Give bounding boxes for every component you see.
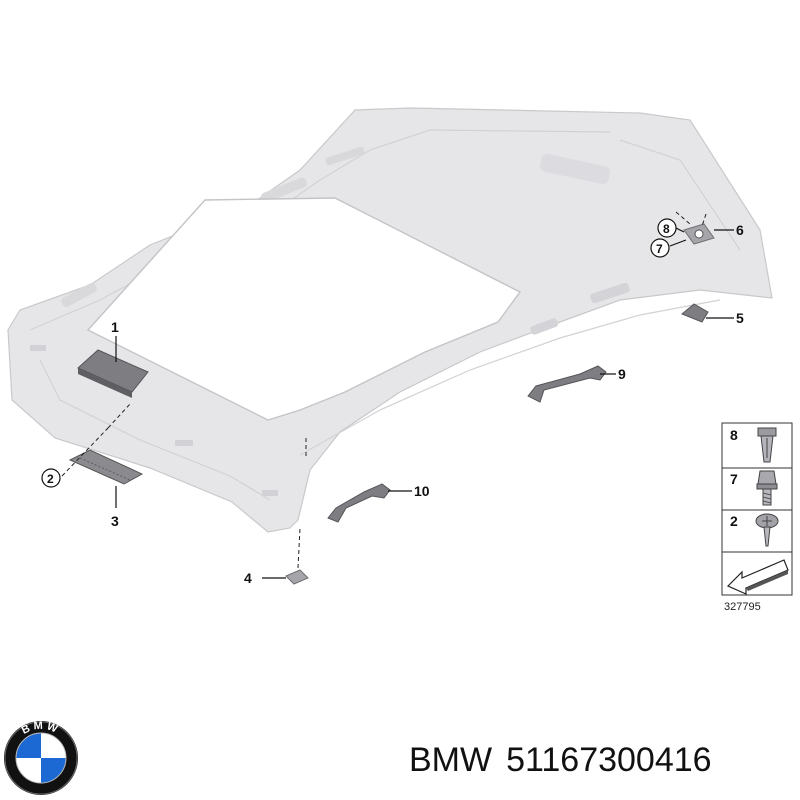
part-caption: BMW 51167300416 <box>409 735 712 785</box>
legend-row-8: 8 <box>730 427 738 443</box>
callout-8-circle <box>657 218 677 238</box>
callout-5: 5 <box>736 310 744 326</box>
sunroof-opening <box>86 197 522 421</box>
callout-8: 8 <box>663 222 670 236</box>
callout-7: 7 <box>656 242 663 256</box>
brand-name: BMW <box>409 741 493 779</box>
legend-row-2: 2 <box>730 513 738 529</box>
callout-6: 6 <box>736 222 744 238</box>
legend-row-7: 7 <box>730 471 738 487</box>
callout-7-circle <box>650 238 670 258</box>
callout-4: 4 <box>244 570 252 586</box>
part-6-mount <box>683 223 715 245</box>
bmw-logo: BMW <box>4 720 78 795</box>
clip-icon <box>757 427 777 463</box>
callout-1: 1 <box>111 319 119 335</box>
callout-3: 3 <box>111 513 119 529</box>
part-4-clip <box>285 569 309 585</box>
part-1-console <box>77 349 149 398</box>
svg-text:BMW: BMW <box>20 720 62 737</box>
reference-number: 327795 <box>724 601 761 613</box>
bolt-icon <box>756 470 778 506</box>
direction-arrow-icon <box>726 559 789 595</box>
part-10-handle <box>327 483 391 523</box>
callout-9: 9 <box>618 366 626 382</box>
part-9-handle <box>527 365 607 403</box>
callout-2-circle <box>41 468 61 488</box>
callout-10: 10 <box>414 483 430 499</box>
part-5-bracket <box>681 303 709 323</box>
fastener-legend: 8 7 2 <box>721 422 793 596</box>
part-number: 51167300416 <box>506 741 712 779</box>
callout-2: 2 <box>47 472 54 486</box>
screw-icon <box>755 513 779 547</box>
